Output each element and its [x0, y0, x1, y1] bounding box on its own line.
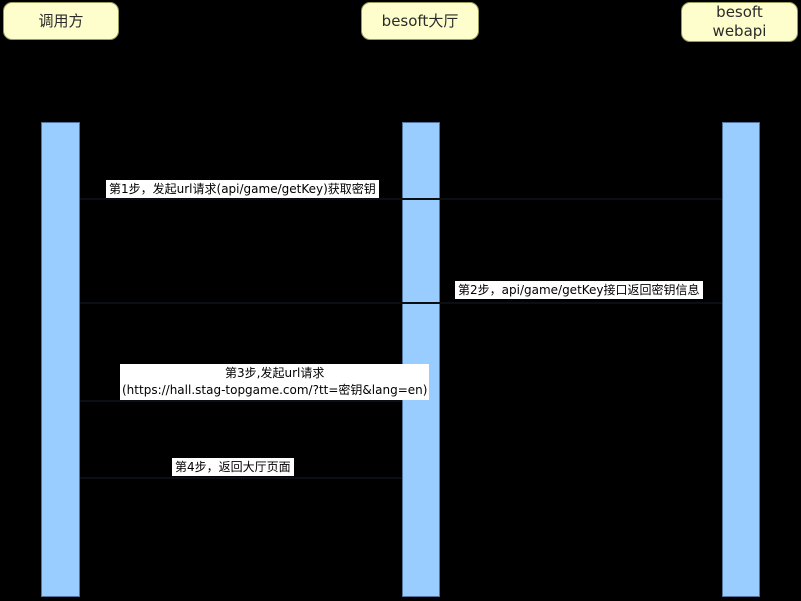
participant-besoft-webapi: besoft webapi	[681, 2, 798, 42]
activation-bar-caller	[41, 122, 80, 597]
participant-besoft-webapi-label-line1: besoft	[716, 3, 763, 21]
message-label-step3-line2: (https://hall.stag-topgame.com/?tt=密钥&la…	[122, 383, 428, 397]
participant-caller: 调用方	[3, 2, 119, 40]
message-label-step2: 第2步，api/game/getKey接口返回密钥信息	[455, 281, 703, 299]
participant-besoft-webapi-label-line2: webapi	[712, 22, 767, 40]
message-label-step3-line1: 第3步,发起url请求	[225, 366, 325, 380]
message-label-step1: 第1步，发起url请求(api/game/getKey)获取密钥	[106, 180, 379, 198]
message-line-step3	[80, 400, 402, 402]
message-line-step1	[80, 198, 722, 200]
participant-besoft-hall-label: besoft大厅	[381, 11, 459, 30]
participant-besoft-hall: besoft大厅	[361, 2, 479, 40]
message-label-step3: 第3步,发起url请求 (https://hall.stag-topgame.c…	[120, 364, 430, 400]
participant-caller-label: 调用方	[38, 11, 84, 30]
activation-bar-besoft-webapi	[722, 122, 760, 597]
message-label-step4: 第4步，返回大厅页面	[172, 458, 294, 476]
message-line-step4	[80, 477, 402, 479]
message-line-step2	[80, 302, 722, 304]
activation-bar-besoft-hall	[402, 122, 440, 597]
